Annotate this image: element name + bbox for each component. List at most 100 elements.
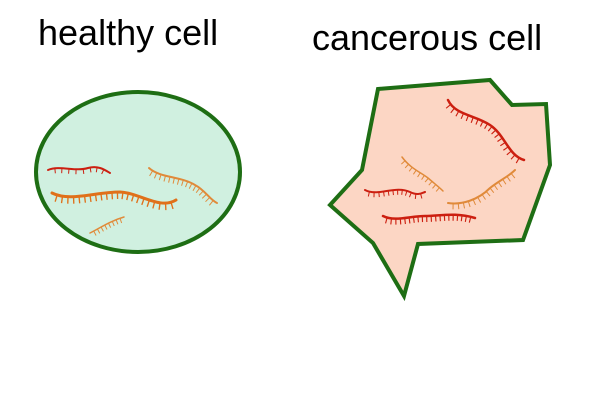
strand-tooth [105,192,108,200]
strand-tooth [510,154,516,160]
strand-tooth [205,197,211,203]
strand-tooth [494,133,500,139]
strand-tooth [89,167,92,173]
strand-tooth [412,216,415,223]
cancerous-cell-strands [364,98,526,225]
strand-tooth [54,194,58,202]
strand-tooth [510,173,516,179]
strand-tooth [467,201,471,208]
strand-tooth [181,179,184,186]
strand-tooth [412,169,417,175]
strand-tooth [470,116,474,123]
strand-tooth [457,203,460,210]
strand-tooth [101,169,105,175]
strand-red-bottom-icon [381,213,477,225]
strand-tooth [383,191,385,197]
healthy-cell-membrane [34,90,242,254]
strand-tooth [149,170,154,177]
strand-tooth [95,167,98,173]
strand-tooth [487,126,493,132]
strand-tooth [408,167,413,172]
strand-tooth [170,202,174,210]
strand-tooth [89,194,92,203]
strand-tooth [477,196,482,203]
strand-tooth [420,193,423,199]
strand-tooth [192,185,197,191]
strand-tooth [83,195,87,203]
strand-tooth [119,218,123,224]
strand-tooth [96,228,101,234]
strand-backbone [50,190,178,205]
strand-tooth [445,104,452,109]
strand-tooth [497,181,503,188]
strand-tooth [481,194,486,200]
strand-tooth [188,183,193,189]
healthy-cell-strands [47,166,218,236]
strand-tooth [465,115,469,122]
strand-tooth [100,193,103,201]
strand-tooth [152,201,156,209]
strand-backbone [47,166,111,174]
strand-tooth [493,184,499,191]
strand-backbone [148,167,218,204]
strand-backbone [381,213,477,220]
strand-tooth [130,194,135,202]
strand-tooth [385,217,388,224]
strand-tooth [408,192,412,198]
strand-tooth [121,192,124,200]
strand-tooth [450,107,455,114]
strand-tooth [424,177,429,183]
strand-red-top-icon [445,98,526,164]
strand-backbone [446,98,526,162]
strand-tooth [172,177,175,184]
strand-tooth [60,196,64,204]
healthy-cell [34,90,242,254]
strand-tooth [500,141,506,147]
strand-tooth [404,217,406,225]
strand-tooth [404,163,409,169]
strand-tooth [491,129,497,135]
strand-tooth [176,178,180,185]
strand-tooth [462,202,466,209]
strand-tooth [485,191,491,197]
strand-tooth [414,193,417,199]
strand-tooth [158,174,162,181]
strand-orange-long-icon [50,190,178,211]
strand-backbone [401,156,444,192]
strand-tooth [135,196,140,204]
cancerous-cell-label: cancerous cell [312,17,543,58]
strand-tooth [146,199,150,207]
strand-tooth [201,193,207,199]
strand-tooth [404,190,408,196]
strand-orange-small-icon [89,216,125,236]
strand-tooth [163,175,166,182]
strand-tooth [158,202,161,210]
strand-backbone [89,216,125,234]
strand-tooth [100,226,104,232]
strand-tooth [401,189,403,195]
strand-tooth [141,198,145,206]
strand-tooth [115,219,119,225]
strand-tooth [168,176,171,183]
strand-tooth [387,190,390,196]
strand-orange-right-icon [148,167,218,206]
strand-tooth [94,194,98,202]
strand-tooth [408,217,411,224]
strand-tooth [153,172,158,179]
strand-tooth [367,191,370,197]
strand-tooth [195,187,201,194]
strand-tooth [421,175,425,180]
strand-tooth [93,230,97,236]
strand-tooth [185,181,189,188]
strand-tooth [515,157,520,164]
strand-red-mid-icon [364,188,426,199]
strand-tooth [82,168,85,175]
strand-tooth [78,196,81,204]
strand-tooth [417,216,419,223]
strand-red-1-icon [47,166,111,175]
strand-tooth [107,222,112,228]
strand-tooth [475,118,479,125]
strand-tooth [489,187,495,193]
